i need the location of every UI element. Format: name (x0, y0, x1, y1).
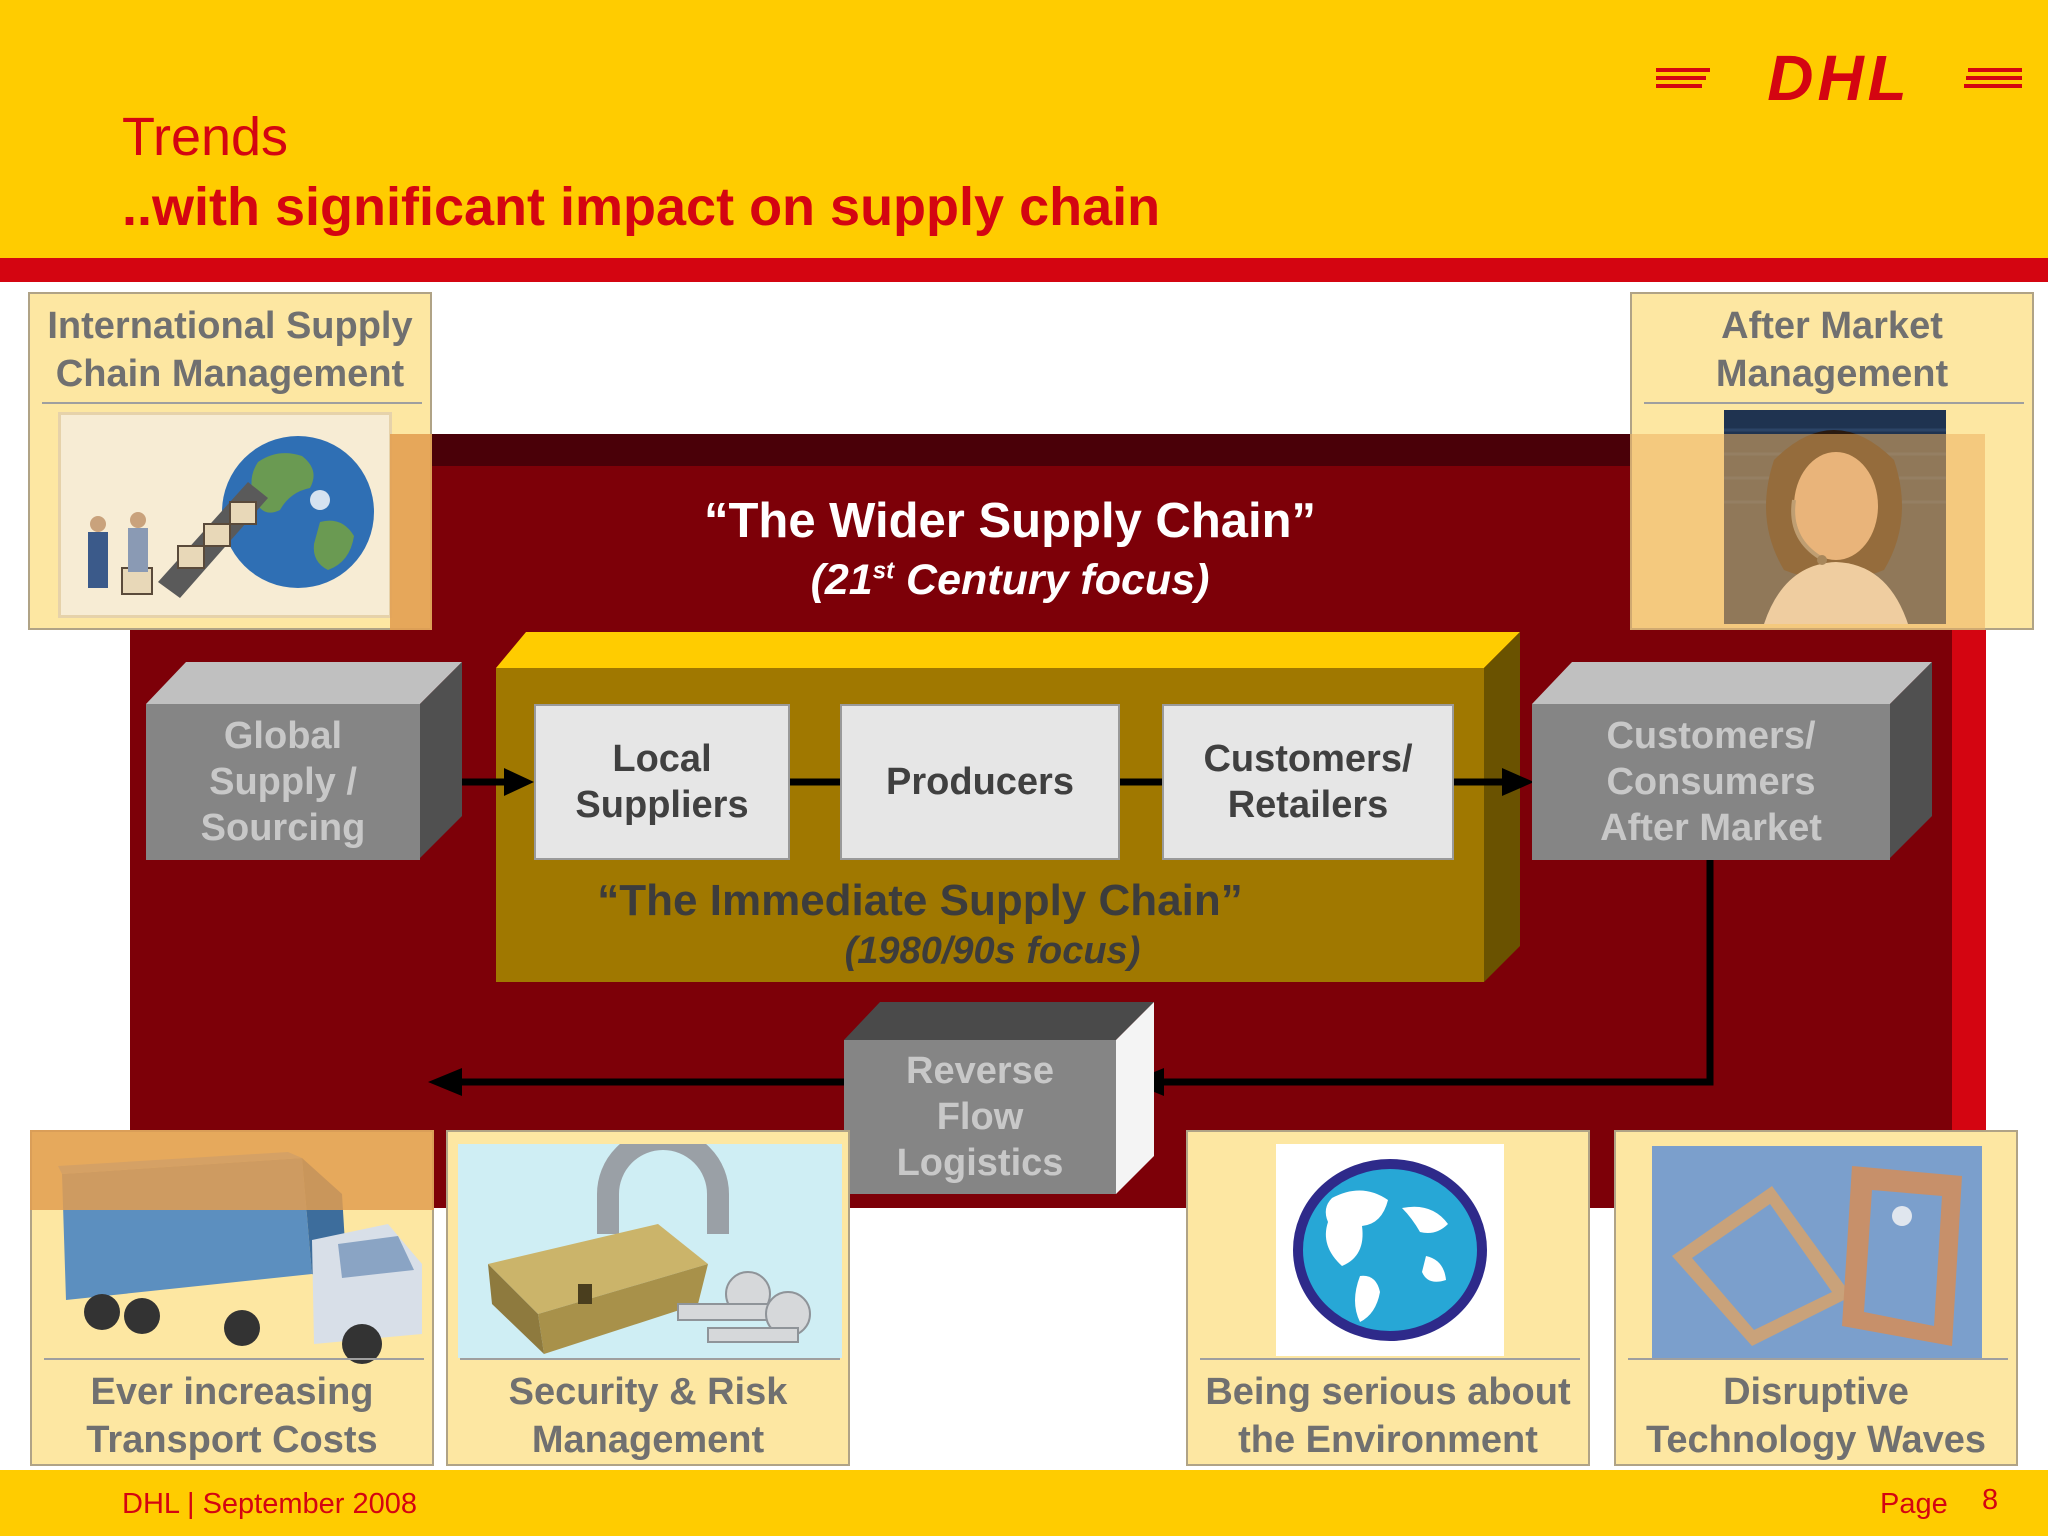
overlay-shade (1630, 434, 1985, 630)
page-subtitle: ..with significant impact on supply chai… (122, 177, 1161, 237)
rfid-tag-photo (1652, 1146, 1982, 1358)
divider (42, 402, 422, 404)
overlay-shade (390, 434, 432, 630)
trend-international-scm: International Supply Chain Management (28, 292, 432, 630)
trend-security-risk-label: Security & Risk Management (508, 1371, 788, 1461)
padlock-keys-illustration (458, 1144, 842, 1358)
footer-page-number: 8 (1982, 1484, 1999, 1516)
wider-chain-title: “The Wider Supply Chain” (703, 494, 1317, 548)
overlay-shade (30, 1130, 434, 1210)
producers-box: Producers (840, 704, 1120, 860)
trend-environment: Being serious about the Environment (1186, 1130, 1590, 1466)
logo-text: DHL (1767, 46, 1911, 108)
trend-disruptive-tech: Disruptive Technology Waves (1614, 1130, 2018, 1466)
footer-page-label: Page (1880, 1488, 1948, 1520)
reverse-flow-box: Reverse Flow Logistics (844, 1040, 1116, 1194)
page-title: Trends (122, 107, 289, 167)
global-sourcing-3d (146, 662, 462, 858)
reverse-flow-3d (844, 1002, 1154, 1194)
customers-consumers-box: Customers/ Consumers After Market (1532, 704, 1890, 860)
header-band (0, 0, 2048, 258)
wider-chain-subtitle: (21st Century focus) (810, 556, 1210, 604)
earth-globe-illustration (1276, 1144, 1504, 1356)
global-sourcing-box: Global Supply / Sourcing (146, 704, 420, 860)
immediate-chain-subtitle: (1980/90s focus) (844, 930, 1141, 972)
divider (1628, 1358, 2008, 1360)
footer-band (0, 1470, 2048, 1536)
footer-source: DHL | September 2008 (122, 1488, 418, 1520)
trend-security-risk: Security & Risk Management (446, 1130, 850, 1466)
trend-after-market-label: After Market Management (1715, 305, 1949, 395)
divider (460, 1358, 840, 1360)
trend-environment-label: Being serious about the Environment (1205, 1371, 1571, 1461)
divider (44, 1358, 424, 1360)
trend-disruptive-tech-label: Disruptive Technology Waves (1646, 1371, 1986, 1461)
customers-retailers-box: Customers/ Retailers (1162, 704, 1454, 860)
customers-consumers-3d (1532, 662, 1932, 858)
divider (1200, 1358, 1580, 1360)
immediate-chain-title: “The Immediate Supply Chain” (597, 876, 1243, 925)
local-suppliers-box: Local Suppliers (534, 704, 790, 860)
dhl-logo: DHL (1656, 46, 2022, 108)
divider (1644, 402, 2024, 404)
globe-shipping-illustration (58, 412, 392, 618)
header-stripe (0, 258, 2048, 282)
trend-international-scm-label: International Supply Chain Management (47, 305, 413, 395)
trend-transport-costs-label: Ever increasing Transport Costs (86, 1371, 378, 1461)
